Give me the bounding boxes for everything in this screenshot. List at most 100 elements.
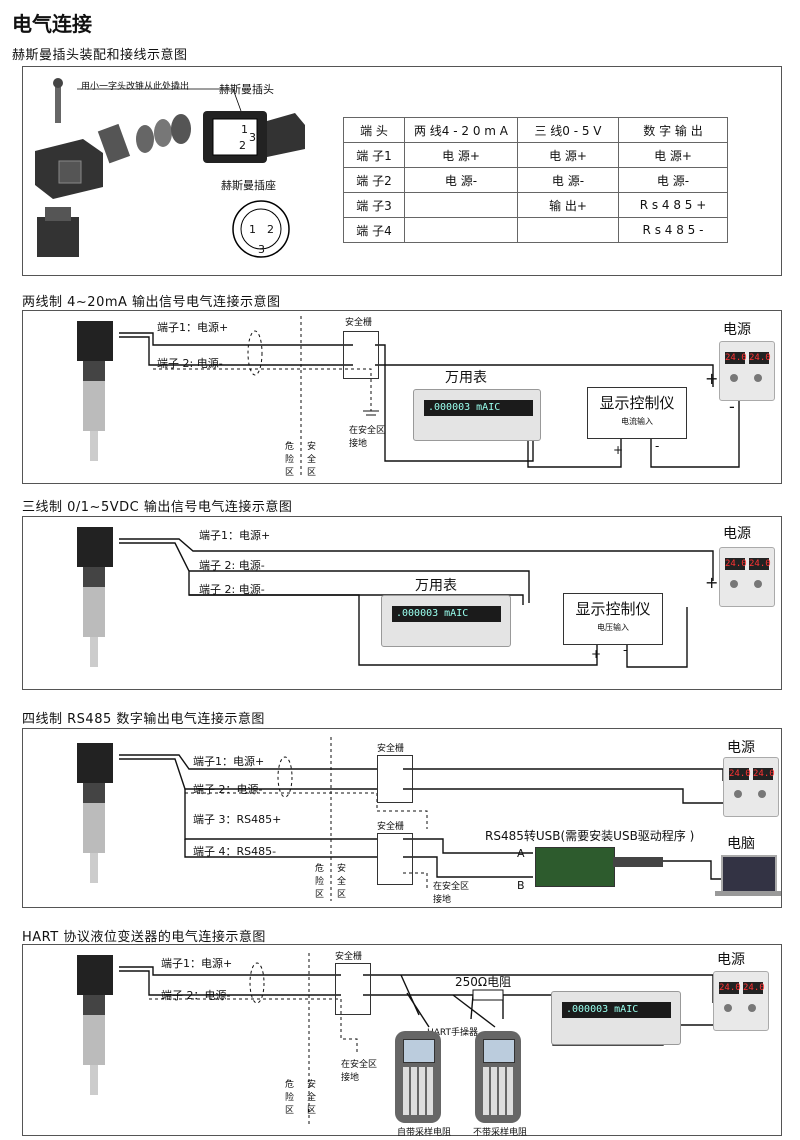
pin-cell: R s 4 8 5 +: [618, 192, 728, 218]
psu-knob: [758, 790, 766, 798]
pin-table-row: 端 子3 输 出+ R s 4 8 5 +: [343, 192, 728, 218]
s1-safe-zone: 安全区: [307, 442, 317, 478]
plug-pin-3: 3: [249, 131, 256, 144]
s3-barrier-2: [377, 833, 413, 885]
socket-pin-2: 2: [267, 223, 274, 236]
s1-power-minus: -: [729, 397, 735, 416]
psu-display: 24.0: [749, 352, 771, 364]
s1-multimeter: .000003 mAIC: [413, 389, 541, 441]
section3-panel: 端子1：电源+ 端子 2：电源- 端子 3：RS485+ 端子 4：RS485-…: [22, 728, 782, 908]
assembly-subtitle: 赫斯曼插头装配和接线示意图: [12, 48, 188, 63]
s2-display-instrument: 显示控制仪 电压输入: [563, 593, 663, 645]
s2-multimeter-label: 万用表: [415, 578, 457, 594]
s3-rs485-converter: [535, 847, 615, 887]
psu-display: 24.0: [725, 352, 747, 364]
s1-power-supply: 24.0 24.0: [719, 341, 775, 401]
pin-cell: 电 源+: [517, 142, 619, 168]
connector-parts-drawing: [35, 78, 305, 258]
s3-ground-label: 在安全区 接地: [433, 882, 470, 905]
pin-table-header: 两 线4 - 2 0 m A: [404, 117, 518, 143]
s3-power-supply: 24.0 24.0: [723, 757, 779, 817]
s1-danger-zone: 危险区: [285, 442, 295, 478]
s3-terminal4-label: 端子 4：RS485-: [193, 845, 277, 858]
section2-title: 三线制 0/1~5VDC 输出信号电气连接示意图: [22, 500, 293, 515]
s4-safe-zone: 安全区: [307, 1080, 317, 1116]
s3-b-label: B: [517, 879, 525, 892]
s2-input-label: 电压输入: [597, 623, 629, 632]
s1-terminal2-label: 端子 2: 电源-: [157, 357, 223, 370]
s1-multimeter-display: .000003 mAIC: [424, 400, 533, 416]
s4-resistor-label: 250Ω电阻: [455, 975, 512, 989]
pin-table-row: 端 子4 R s 4 8 5 -: [343, 217, 728, 243]
s1-barrier-label: 安全栅: [345, 318, 373, 328]
s1-terminal1-label: 端子1：电源+: [157, 321, 229, 334]
section1-title: 两线制 4~20mA 输出信号电气连接示意图: [22, 295, 281, 310]
s4-terminal2-label: 端子 2：电源-: [161, 989, 231, 1002]
s4-danger-zone: 危险区: [285, 1080, 295, 1116]
pin-table-header-row: 端 头 两 线4 - 2 0 m A 三 线0 - 5 V 数 字 输 出: [343, 117, 728, 143]
pin-cell: 端 子3: [343, 192, 405, 218]
s3-terminal3-label: 端子 3：RS485+: [193, 813, 282, 826]
page-title: 电气连接: [12, 12, 92, 36]
s1-display-instrument: 显示控制仪 电流输入: [587, 387, 687, 439]
pin-cell: 电 源-: [404, 167, 518, 193]
s1-barrier: [343, 331, 379, 379]
psu-knob: [754, 580, 762, 588]
psu-knob: [730, 580, 738, 588]
s3-barrier2-label: 安全栅: [377, 822, 405, 832]
s4-handheld-label: HART手操器: [427, 1028, 479, 1038]
s2-instrument-minus: -: [623, 643, 628, 657]
psu-knob: [730, 374, 738, 382]
section1-wiring: [119, 316, 740, 476]
s3-barrier: [377, 755, 413, 803]
assembly-panel: 用小一字头改锥从此处撬出 赫斯曼插头 1 2 3 赫斯曼插座 1 2 3 端 头…: [22, 66, 782, 276]
s3-power-label: 电源: [727, 740, 755, 756]
pin-cell: 端 子4: [343, 217, 405, 243]
s2-power-supply: 24.0 24.0: [719, 547, 775, 607]
psu-knob: [724, 1004, 732, 1012]
pin-table: 端 头 两 线4 - 2 0 m A 三 线0 - 5 V 数 字 输 出 端 …: [343, 117, 728, 243]
s1-power-label: 电源: [723, 322, 751, 338]
pin-cell: [404, 192, 518, 218]
assembly-note: 用小一字头改锥从此处撬出: [81, 82, 190, 92]
plug-pin-1: 1: [241, 123, 248, 136]
socket-label: 赫斯曼插座: [221, 179, 276, 192]
s4-power-supply: 24.0 24.0: [713, 971, 769, 1031]
s2-power-label: 电源: [723, 526, 751, 542]
psu-knob: [748, 1004, 756, 1012]
s2-terminal3-label: 端子 2: 电源-: [199, 583, 265, 596]
s3-a-label: A: [517, 847, 525, 860]
pin-table-header: 三 线0 - 5 V: [517, 117, 619, 143]
s2-instrument-label: 显示控制仪: [575, 600, 651, 618]
psu-display: 24.0: [725, 558, 747, 570]
s4-ground-label: 在安全区 接地: [341, 1060, 378, 1083]
pin-cell: 电 源+: [618, 142, 728, 168]
s3-safe-zone: 安全区: [337, 864, 347, 900]
pin-cell: [404, 217, 518, 243]
pin-cell: 电 源-: [618, 167, 728, 193]
psu-display: 24.0: [749, 558, 771, 570]
s1-ground-label: 在安全区 接地: [349, 426, 386, 449]
s2-multimeter: .000003 mAIC: [381, 595, 511, 647]
section2-wiring: [119, 538, 714, 668]
pin-table-header: 端 头: [343, 117, 405, 143]
section1-panel: 端子1：电源+ 端子 2: 电源- 安全栅 在安全区 接地 危险区 安全区 万用…: [22, 310, 782, 484]
psu-display: 24.0: [753, 768, 775, 780]
psu-knob: [754, 374, 762, 382]
psu-knob: [734, 790, 742, 798]
usb-cable: [613, 857, 663, 867]
psu-display: 24.0: [743, 982, 765, 994]
s3-barrier-label: 安全栅: [377, 744, 405, 754]
pin-table-row: 端 子1 电 源+ 电 源+ 电 源+: [343, 142, 728, 168]
psu-display: 24.0: [729, 768, 751, 780]
s3-converter-label: RS485转USB(需要安装USB驱动程序 ): [485, 829, 695, 843]
plug-pin-2: 2: [239, 139, 246, 152]
pin-cell: [517, 217, 619, 243]
laptop-icon: [721, 855, 777, 893]
section4-title: HART 协议液位变送器的电气连接示意图: [22, 930, 266, 945]
s1-instrument-minus: -: [655, 439, 660, 453]
plug-label: 赫斯曼插头: [219, 83, 274, 96]
s2-multimeter-display: .000003 mAIC: [392, 606, 501, 622]
pin-cell: 电 源+: [404, 142, 518, 168]
s3-terminal1-label: 端子1：电源+: [193, 755, 265, 768]
